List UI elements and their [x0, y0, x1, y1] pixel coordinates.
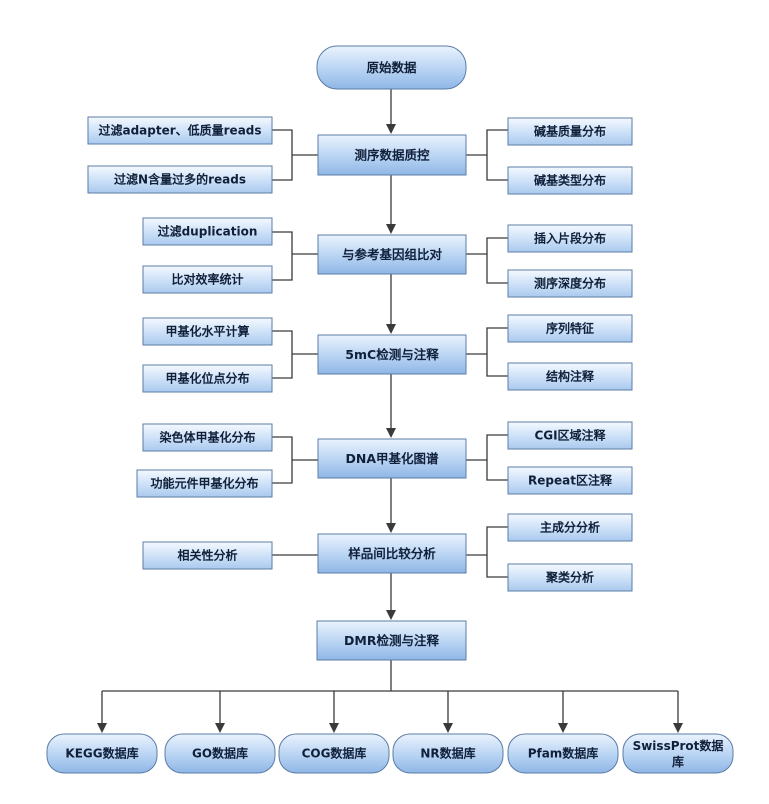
node-go: GO数据库 [164, 733, 276, 774]
node-func-meth: 功能元件甲基化分布 [136, 469, 273, 498]
arrowhead [215, 723, 225, 733]
node-insert-size-label: 插入片段分布 [534, 231, 606, 246]
node-correlation: 相关性分析 [142, 541, 273, 570]
arrowhead [386, 523, 396, 533]
node-struct-anno: 结构注释 [507, 362, 633, 391]
node-cluster: 聚类分析 [507, 563, 633, 592]
node-swissprot: SwissProt数据 库 [622, 733, 734, 774]
qc-right-bracket [466, 129, 508, 181]
arrowhead [386, 124, 396, 134]
5mc-left-bracket [272, 330, 318, 379]
node-go-label: GO数据库 [192, 746, 248, 761]
node-cgi-anno: CGI区域注释 [507, 421, 633, 450]
connectors [97, 89, 683, 733]
node-cluster-label: 聚类分析 [545, 570, 594, 585]
node-seq-feature-label: 序列特征 [546, 321, 594, 336]
node-align-stat-label: 比对效率统计 [171, 272, 243, 287]
node-kegg-label: KEGG数据库 [65, 746, 138, 761]
node-repeat-anno-label: Repeat区注释 [528, 473, 613, 488]
node-dmr: DMR检测与注释 [316, 620, 467, 661]
node-insert-size: 插入片段分布 [507, 224, 633, 253]
node-raw-data: 原始数据 [316, 45, 467, 90]
node-chrom-meth: 染色体甲基化分布 [142, 423, 273, 452]
arrowhead [443, 723, 453, 733]
node-filter-adapter: 过滤adapter、低质量reads [87, 116, 273, 145]
node-repeat-anno: Repeat区注释 [507, 466, 633, 495]
node-swissprot-label-line2: 库 [672, 754, 684, 769]
node-meth-level: 甲基化水平计算 [142, 317, 273, 346]
arrowhead [558, 723, 568, 733]
node-pfam-label: Pfam数据库 [528, 746, 599, 761]
arrowhead [673, 723, 683, 733]
arrowhead [386, 428, 396, 438]
node-raw-data-label: 原始数据 [366, 60, 417, 75]
node-align-label: 与参考基因组比对 [342, 247, 443, 262]
node-func-meth-label: 功能元件甲基化分布 [150, 476, 258, 491]
node-pca-label: 主成分分析 [540, 520, 600, 535]
node-kegg: KEGG数据库 [46, 733, 158, 774]
node-chrom-meth-label: 染色体甲基化分布 [158, 430, 255, 445]
align-left-bracket [272, 231, 318, 281]
align-right-bracket [466, 237, 508, 284]
node-qc-label: 测序数据质控 [354, 148, 430, 163]
node-detect-5mc: 5mC检测与注释 [317, 334, 467, 375]
node-filter-dup: 过滤duplication [142, 217, 273, 246]
node-depth: 测序深度分布 [507, 269, 633, 298]
node-struct-anno-label: 结构注释 [546, 369, 595, 384]
node-swissprot-label-line1: SwissProt数据 [633, 738, 724, 753]
node-cog-label: COG数据库 [302, 746, 367, 761]
node-base-type-label: 碱基类型分布 [534, 173, 606, 188]
node-nr-label: NR数据库 [420, 746, 475, 761]
node-seq-feature: 序列特征 [507, 314, 633, 343]
node-pca: 主成分分析 [507, 513, 633, 542]
map-right-bracket [466, 434, 508, 481]
node-filter-n: 过滤N含量过多的reads [87, 165, 273, 194]
dmr-fanout [101, 660, 679, 723]
node-base-type: 碱基类型分布 [507, 166, 633, 195]
node-meth-level-label: 甲基化水平计算 [165, 324, 249, 339]
node-dna-meth-map: DNA甲基化图谱 [317, 438, 467, 479]
arrowhead [97, 723, 107, 733]
map-left-bracket [272, 436, 318, 484]
compare-right-bracket [466, 526, 508, 578]
node-meth-site: 甲基化位点分布 [142, 364, 273, 393]
node-nr: NR数据库 [392, 733, 504, 774]
node-base-quality-label: 碱基质量分布 [534, 124, 606, 139]
node-sample-compare: 样品间比较分析 [317, 533, 467, 574]
node-align: 与参考基因组比对 [317, 234, 467, 275]
node-cgi-anno-label: CGI区域注释 [534, 428, 606, 443]
arrowhead [386, 610, 396, 620]
node-base-quality: 碱基质量分布 [507, 117, 633, 146]
node-filter-adapter-label: 过滤adapter、低质量reads [98, 123, 261, 138]
arrowhead [329, 723, 339, 733]
node-depth-label: 测序深度分布 [534, 276, 606, 291]
node-filter-n-label: 过滤N含量过多的reads [114, 172, 246, 187]
node-pfam: Pfam数据库 [507, 733, 619, 774]
node-dna-meth-map-label: DNA甲基化图谱 [345, 451, 439, 466]
node-sample-compare-label: 样品间比较分析 [348, 546, 436, 561]
node-filter-dup-label: 过滤duplication [158, 224, 258, 239]
qc-left-bracket [272, 129, 318, 181]
node-align-stat: 比对效率统计 [142, 265, 273, 294]
node-cog: COG数据库 [278, 733, 390, 774]
arrowhead [386, 224, 396, 234]
node-qc: 测序数据质控 [317, 134, 467, 176]
node-meth-site-label: 甲基化位点分布 [165, 371, 249, 386]
node-detect-5mc-label: 5mC检测与注释 [345, 347, 439, 362]
node-dmr-label: DMR检测与注释 [344, 633, 439, 648]
arrowhead [386, 324, 396, 334]
node-correlation-label: 相关性分析 [177, 548, 237, 563]
5mc-right-bracket [466, 327, 508, 377]
